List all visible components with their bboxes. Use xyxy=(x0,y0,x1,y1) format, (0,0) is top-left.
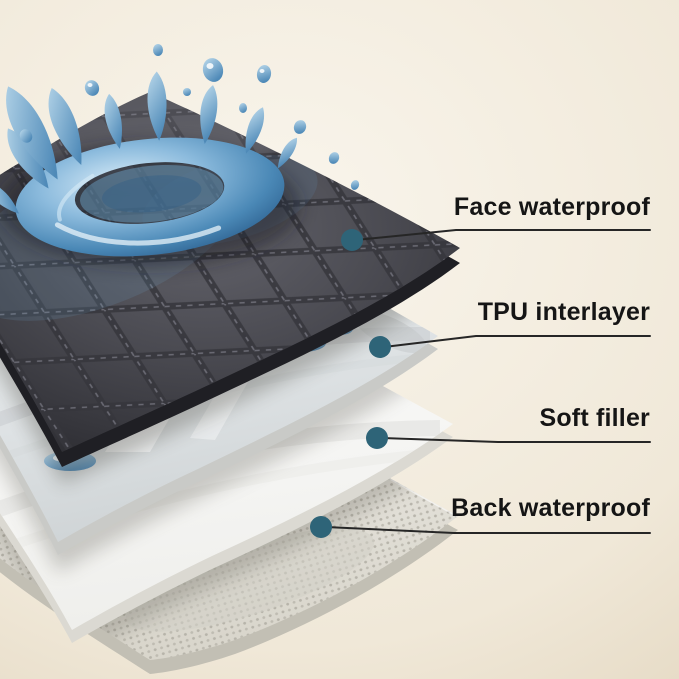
airborne-droplets xyxy=(19,44,360,190)
callout-dot-tpu-interlayer xyxy=(369,336,391,358)
callout-label-back-waterproof: Back waterproof xyxy=(451,494,650,522)
callout-line-tpu-interlayer xyxy=(383,335,651,348)
callout-dot-face-waterproof xyxy=(341,229,363,251)
callout-line-back-waterproof xyxy=(325,526,651,534)
water-splash xyxy=(0,71,301,257)
callout-line-face-waterproof xyxy=(355,229,651,241)
callout-line-soft-filler xyxy=(381,437,651,443)
callout-label-soft-filler: Soft filler xyxy=(539,404,650,432)
callout-dot-back-waterproof xyxy=(310,516,332,538)
callout-label-face-waterproof: Face waterproof xyxy=(453,193,650,221)
callout-dot-soft-filler xyxy=(366,427,388,449)
callout-label-tpu-interlayer: TPU interlayer xyxy=(477,298,650,326)
